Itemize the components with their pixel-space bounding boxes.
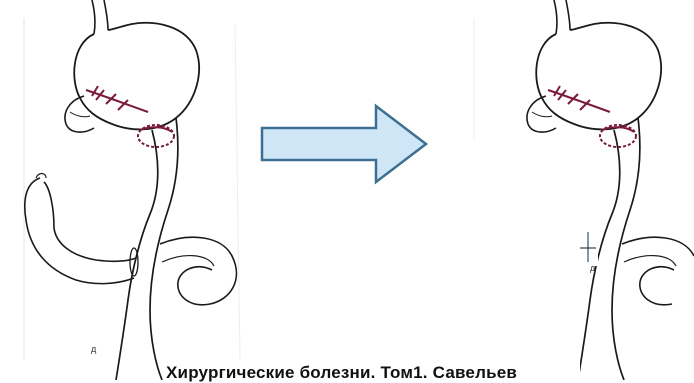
right-anatomy-drawing [470, 0, 694, 380]
gastric-stump [74, 23, 199, 130]
right-arrow-icon [258, 100, 434, 188]
right-panel-letter: д [590, 263, 595, 273]
figure-caption: Хирургические болезни. Том1. Савельев [166, 363, 517, 383]
left-panel-letter: д [91, 344, 97, 354]
suture-line [86, 86, 174, 147]
left-anatomy-drawing: д [0, 0, 250, 380]
